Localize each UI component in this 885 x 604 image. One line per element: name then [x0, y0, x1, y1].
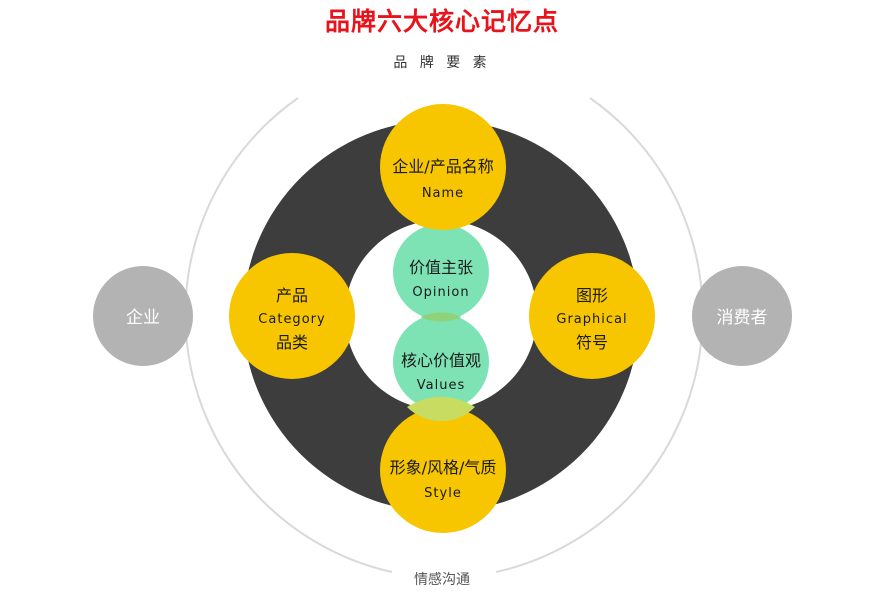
consumer-label: 消费者 [717, 308, 768, 328]
emotional-communication-label: 情感沟通 [414, 571, 470, 588]
consumer-node [692, 266, 792, 366]
category-node-title: 产品 [276, 286, 308, 305]
dark-ring [243, 120, 639, 512]
outer-arc-right [495, 97, 704, 573]
diagram-title: 品牌六大核心记忆点 [325, 7, 559, 36]
opinion-node-en: Opinion [412, 285, 469, 300]
values-node [393, 314, 489, 410]
outer-arc-left [184, 97, 393, 573]
category-node-sub: 品类 [276, 333, 308, 352]
enterprise-label: 企业 [126, 308, 160, 328]
style-node-en: Style [424, 486, 462, 501]
name-node [380, 104, 506, 230]
style-node-title: 形象/风格/气质 [390, 458, 497, 477]
name-node-title: 企业/产品名称 [392, 157, 493, 176]
style-node [380, 407, 506, 533]
opinion-node [393, 224, 489, 320]
opinion-node-title: 价值主张 [409, 258, 473, 277]
category-node-en: Category [258, 312, 325, 327]
diagram-subtitle: 品 牌 要 素 [393, 54, 490, 71]
category-node [229, 253, 355, 379]
green-overlap [420, 312, 462, 322]
values-style-overlap [407, 397, 475, 422]
graphic-node-sub: 符号 [576, 333, 608, 352]
graphic-node-en: Graphical [556, 312, 627, 327]
values-node-title: 核心价值观 [401, 351, 481, 370]
values-node-en: Values [417, 378, 465, 393]
graphic-node-title: 图形 [576, 286, 608, 305]
graphic-node [529, 253, 655, 379]
enterprise-node [93, 266, 193, 366]
name-node-en: Name [422, 186, 464, 201]
